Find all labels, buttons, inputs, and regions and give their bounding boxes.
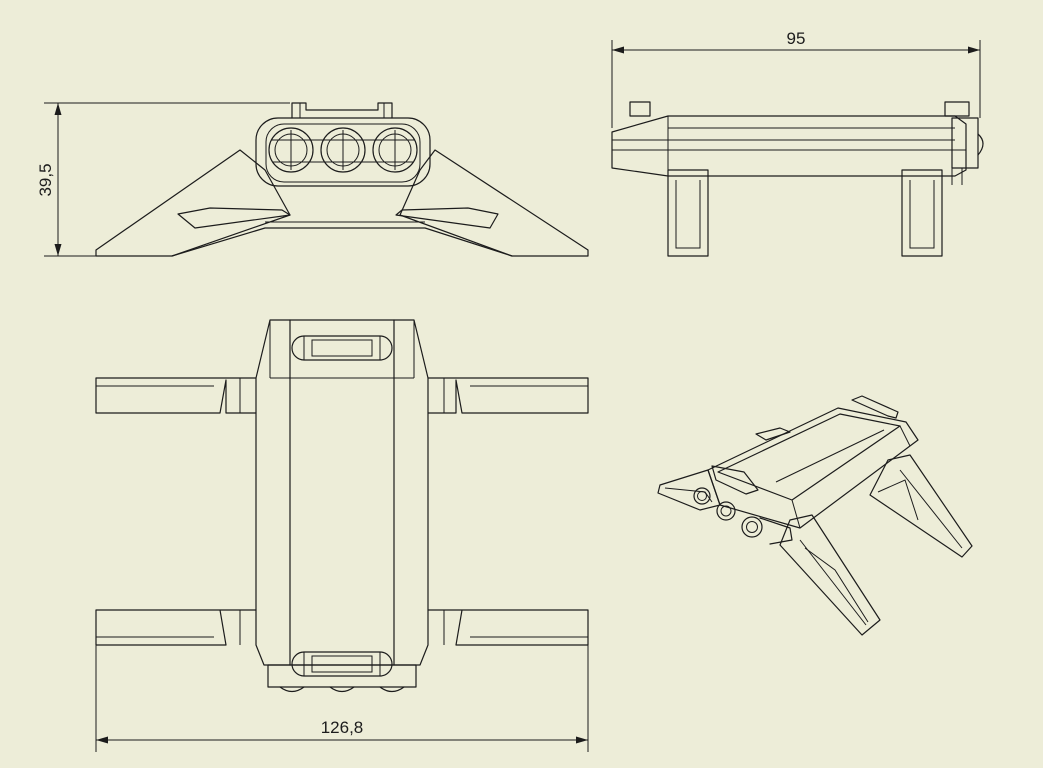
isometric-view (657, 395, 973, 636)
side-view (611, 101, 984, 257)
dimension-length: 95 (611, 29, 981, 128)
front-view (95, 102, 589, 257)
top-view (95, 319, 589, 693)
dimension-label-height: 39,5 (36, 163, 55, 196)
dimension-width: 126,8 (95, 645, 589, 752)
dimension-height: 39,5 (36, 102, 290, 257)
dimension-label-width: 126,8 (321, 718, 364, 737)
dimension-label-length: 95 (787, 29, 806, 48)
